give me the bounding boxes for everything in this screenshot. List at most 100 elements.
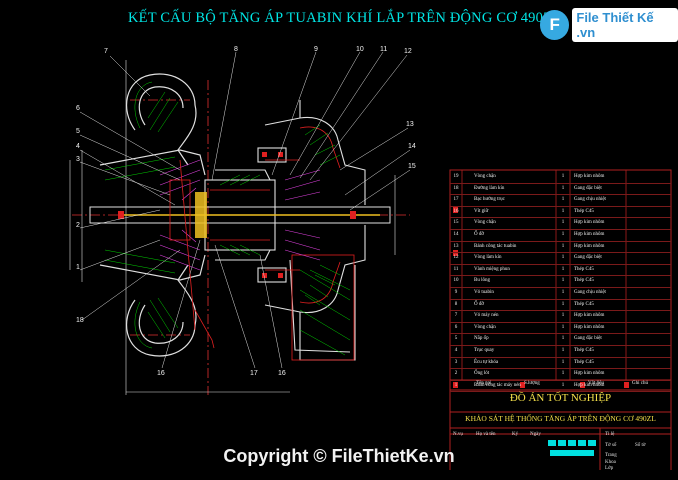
callout-number: 7 [104,48,108,55]
parts-cell-name: Nắp ốp [474,336,489,342]
turbine-housing [257,100,366,361]
shaft [89,192,391,238]
title-block-cell: Khoa [605,460,616,465]
parts-cell-no: 15 [453,220,459,226]
parts-cell-qty: 1 [561,220,565,226]
parts-cell-material: Hợp kim nhôm [574,313,605,319]
parts-row: 8 Ổ đỡ 1 Thép C45 [450,300,671,312]
callout-number: 16 [278,370,286,377]
parts-cell-material: Gang chịu nhiệt [574,197,606,203]
title-block-cell: Tờ số [605,443,617,448]
parts-cell-name: Vòng làm kín [474,255,502,261]
callout-number: 16 [157,370,165,377]
callout-number: 13 [406,121,414,128]
parts-cell-name: Vít giữ [474,208,489,214]
parts-cell-qty: 1 [561,347,565,353]
parts-cell-no: 18 [453,185,459,191]
parts-cell-no: 9 [454,289,458,295]
header-name: Tên gọi [476,381,492,386]
parts-cell-no: 7 [454,313,458,319]
parts-cell-no: 10 [453,278,459,284]
title-block-cell: N.vụ [453,432,463,437]
parts-cell-qty: 1 [561,208,565,214]
header-material: Vật liệu [588,381,604,386]
title-block-logo [548,440,596,456]
logo-icon: F [540,10,570,40]
parts-cell-material: Thép C45 [574,359,594,365]
parts-cell-no: 13 [453,243,459,249]
callout-number: 15 [408,163,416,170]
callout-number: 17 [250,370,258,377]
callout-number: 1 [76,264,80,271]
title-block-subtitle: KHẢO SÁT HỆ THỐNG TĂNG ÁP TRÊN ĐỘNG CƠ 4… [465,414,656,423]
parts-cell-material: Thép C45 [574,278,594,284]
callout-number: 10 [356,46,364,53]
parts-row: 10 Bu lông 1 Thép C45 [450,276,671,288]
site-logo[interactable]: F File Thiết Kế .vn [540,8,678,42]
parts-cell-no: 5 [454,336,458,342]
parts-table-frame [449,169,672,435]
parts-header: Tên gọi S.lượng Vật liệu Ghi chú [450,380,671,390]
parts-cell-no: 1 [454,382,458,388]
parts-cell-no: 19 [453,174,459,179]
parts-cell-qty: 1 [561,289,565,295]
parts-cell-name: Bánh công tác máy nén [474,382,521,388]
parts-cell-name: Đường làm kín [474,185,505,191]
parts-cell-material: Thép C45 [574,301,594,307]
drawing-title: KẾT CẤU BỘ TĂNG ÁP TUABIN KHÍ LẮP TRÊN Đ… [128,10,562,26]
parts-cell-name: Ống lót [474,371,490,377]
title-block-cell: Lớp [605,466,614,471]
title-block-cell: Tỉ lệ [605,432,615,437]
parts-cell-material: Hợp kim nhôm [574,231,605,237]
parts-cell-material: Thép C45 [574,208,594,214]
parts-cell-name: Êcu tự khóa [474,359,499,365]
parts-cell-material: Gang đặc biệt [574,185,602,191]
parts-cell-name: Vòng chặn [474,174,496,179]
logo-text: File Thiết Kế .vn [572,8,678,42]
parts-cell-name: Ổ đỡ [474,301,485,307]
callout-number: 14 [408,143,416,150]
parts-cell-no: 14 [453,231,459,237]
callout-number: 6 [76,105,80,112]
parts-cell-qty: 1 [561,278,565,284]
callout-number: 11 [380,46,388,53]
parts-cell-material: Hợp kim nhôm [574,324,605,330]
header-note: Ghi chú [632,381,648,386]
parts-cell-name: Vỏ tuabin [474,289,494,295]
parts-cell-material: Gang chịu nhiệt [574,289,606,295]
parts-cell-qty: 1 [561,231,565,237]
callout-number: 4 [76,143,80,150]
parts-cell-qty: 1 [561,324,565,330]
callout-number: 3 [76,156,80,163]
parts-cell-name: Bu lông [474,278,490,284]
parts-cell-name: Bạc hướng trục [474,197,505,203]
callout-number: 9 [314,46,318,53]
parts-cell-no: 17 [453,197,459,203]
callout-number: 8 [234,46,238,53]
title-block-cell: Số tờ [635,443,646,448]
parts-cell-material: Thép C45 [574,347,594,353]
parts-cell-no: 11 [453,266,459,272]
parts-cell-name: Trục quay [474,347,495,353]
header-qty: S.lượng [524,381,540,386]
parts-cell-no: 8 [454,301,458,307]
parts-cell-no: 12 [453,255,459,261]
parts-cell-name: Bánh công tác tuabin [474,243,517,249]
title-block-cell: Trang [605,453,617,458]
title-block-heading: ĐỒ ÁN TỐT NGHIỆP [509,392,612,404]
parts-cell-qty: 1 [561,255,565,261]
parts-cell-material: Hợp kim nhôm [574,371,605,377]
parts-cell-material: Hợp kim nhôm [574,174,605,179]
parts-cell-qty: 1 [561,301,565,307]
parts-cell-qty: 1 [561,336,565,342]
